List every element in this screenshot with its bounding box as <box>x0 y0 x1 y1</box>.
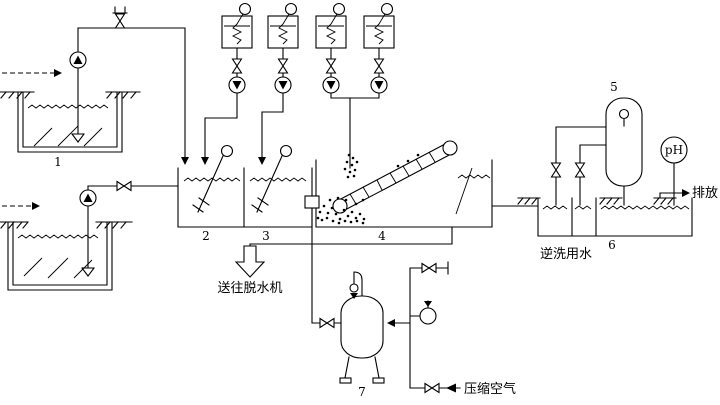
scraper-conveyor <box>332 140 458 214</box>
dosing-tank-2 <box>261 2 299 158</box>
transfer-header-and-tee-valve <box>77 6 189 165</box>
label-tank-3: 3 <box>262 229 270 243</box>
influent-line-upper <box>2 69 62 77</box>
discharge-arrow <box>659 189 690 199</box>
dosing-tank-4 <box>349 2 395 99</box>
label-vessel-7: 7 <box>358 385 366 399</box>
label-tank-1: 1 <box>54 155 62 169</box>
label-tank-4: 4 <box>378 229 386 243</box>
dosing-tank-1 <box>204 2 253 158</box>
sludge-particles <box>316 153 420 225</box>
influent-line-lower <box>2 202 40 210</box>
feed-pump-upper <box>69 27 87 143</box>
vessel7-piping <box>387 261 449 389</box>
ph-meter: pH <box>660 136 688 206</box>
feed-pump-lower <box>79 180 179 277</box>
label-tank-6: 6 <box>608 238 616 252</box>
sludge-drawoff-line <box>249 226 453 247</box>
label-compressed-air: 压缩空气 <box>464 381 516 397</box>
pressure-vessel-7 <box>339 271 385 384</box>
filter-vessel-5 <box>550 97 643 206</box>
paddle-mixer-3 <box>251 144 293 213</box>
raw-water-tank-lower <box>0 221 133 291</box>
label-to-dewatering: 送往脱水机 <box>217 281 282 296</box>
raw-water-tank-upper <box>0 91 141 153</box>
label-discharge: 排放 <box>692 186 718 201</box>
transfer-box <box>304 195 342 329</box>
chemical-feed-drop-line <box>201 97 351 169</box>
label-vessel-5: 5 <box>610 80 618 94</box>
backwash-tank-6 <box>517 197 693 237</box>
label-ph: pH <box>665 143 683 157</box>
paddle-mixer-2 <box>192 144 234 213</box>
label-tank-2: 2 <box>202 229 210 243</box>
flocculation-tanks <box>177 167 313 228</box>
dosing-tank-3 <box>315 2 351 99</box>
sedimentation-tank-4 <box>315 159 539 228</box>
compressed-air-line <box>409 382 461 394</box>
to-dewatering-arrow <box>234 245 266 278</box>
label-backwash-water: 逆洗用水 <box>540 246 592 262</box>
